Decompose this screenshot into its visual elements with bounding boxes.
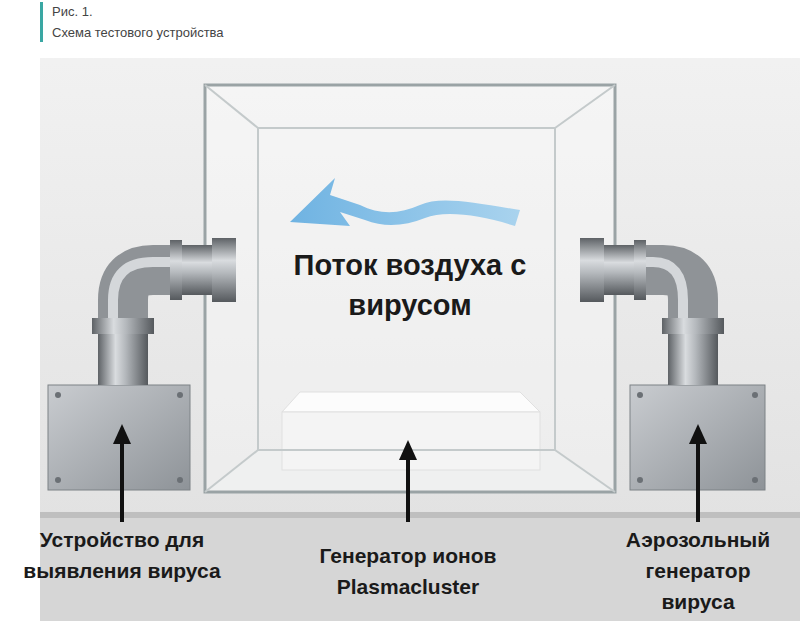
figure-title: Схема тестового устройства	[52, 25, 224, 40]
callout-label: Устройство для выявления вируса	[22, 524, 222, 586]
callout-label: Аэрозольный генератор вируса	[613, 524, 783, 617]
figure-number: Рис. 1.	[52, 4, 93, 19]
chamber: Поток воздуха с вирусом	[205, 85, 615, 492]
callout-label: Генератор ионов Plasmacluster	[283, 540, 533, 602]
flow-label: Поток воздуха с вирусом	[260, 245, 560, 325]
